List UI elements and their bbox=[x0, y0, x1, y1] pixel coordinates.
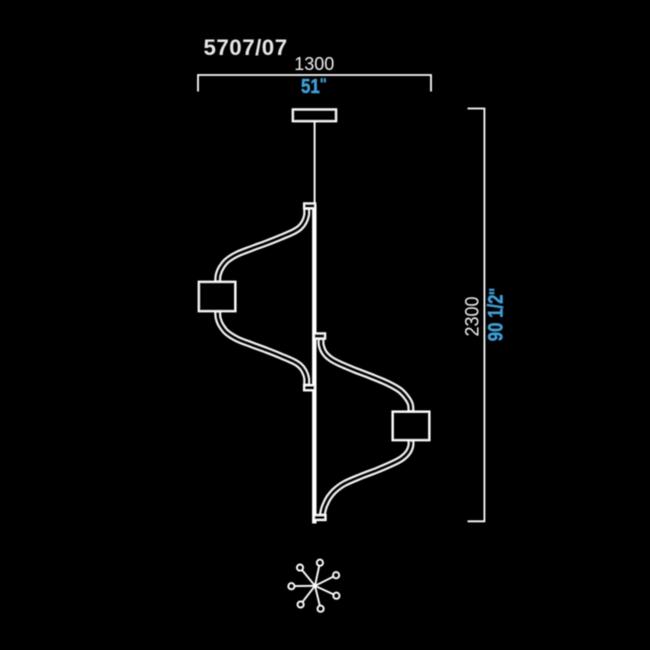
svg-text:90 1/2: 90 1/2 bbox=[483, 295, 507, 342]
svg-text:51: 51 bbox=[301, 75, 320, 98]
svg-text:2300: 2300 bbox=[463, 297, 484, 337]
svg-text:5707/07: 5707/07 bbox=[204, 35, 288, 60]
svg-text:1300: 1300 bbox=[294, 54, 334, 74]
